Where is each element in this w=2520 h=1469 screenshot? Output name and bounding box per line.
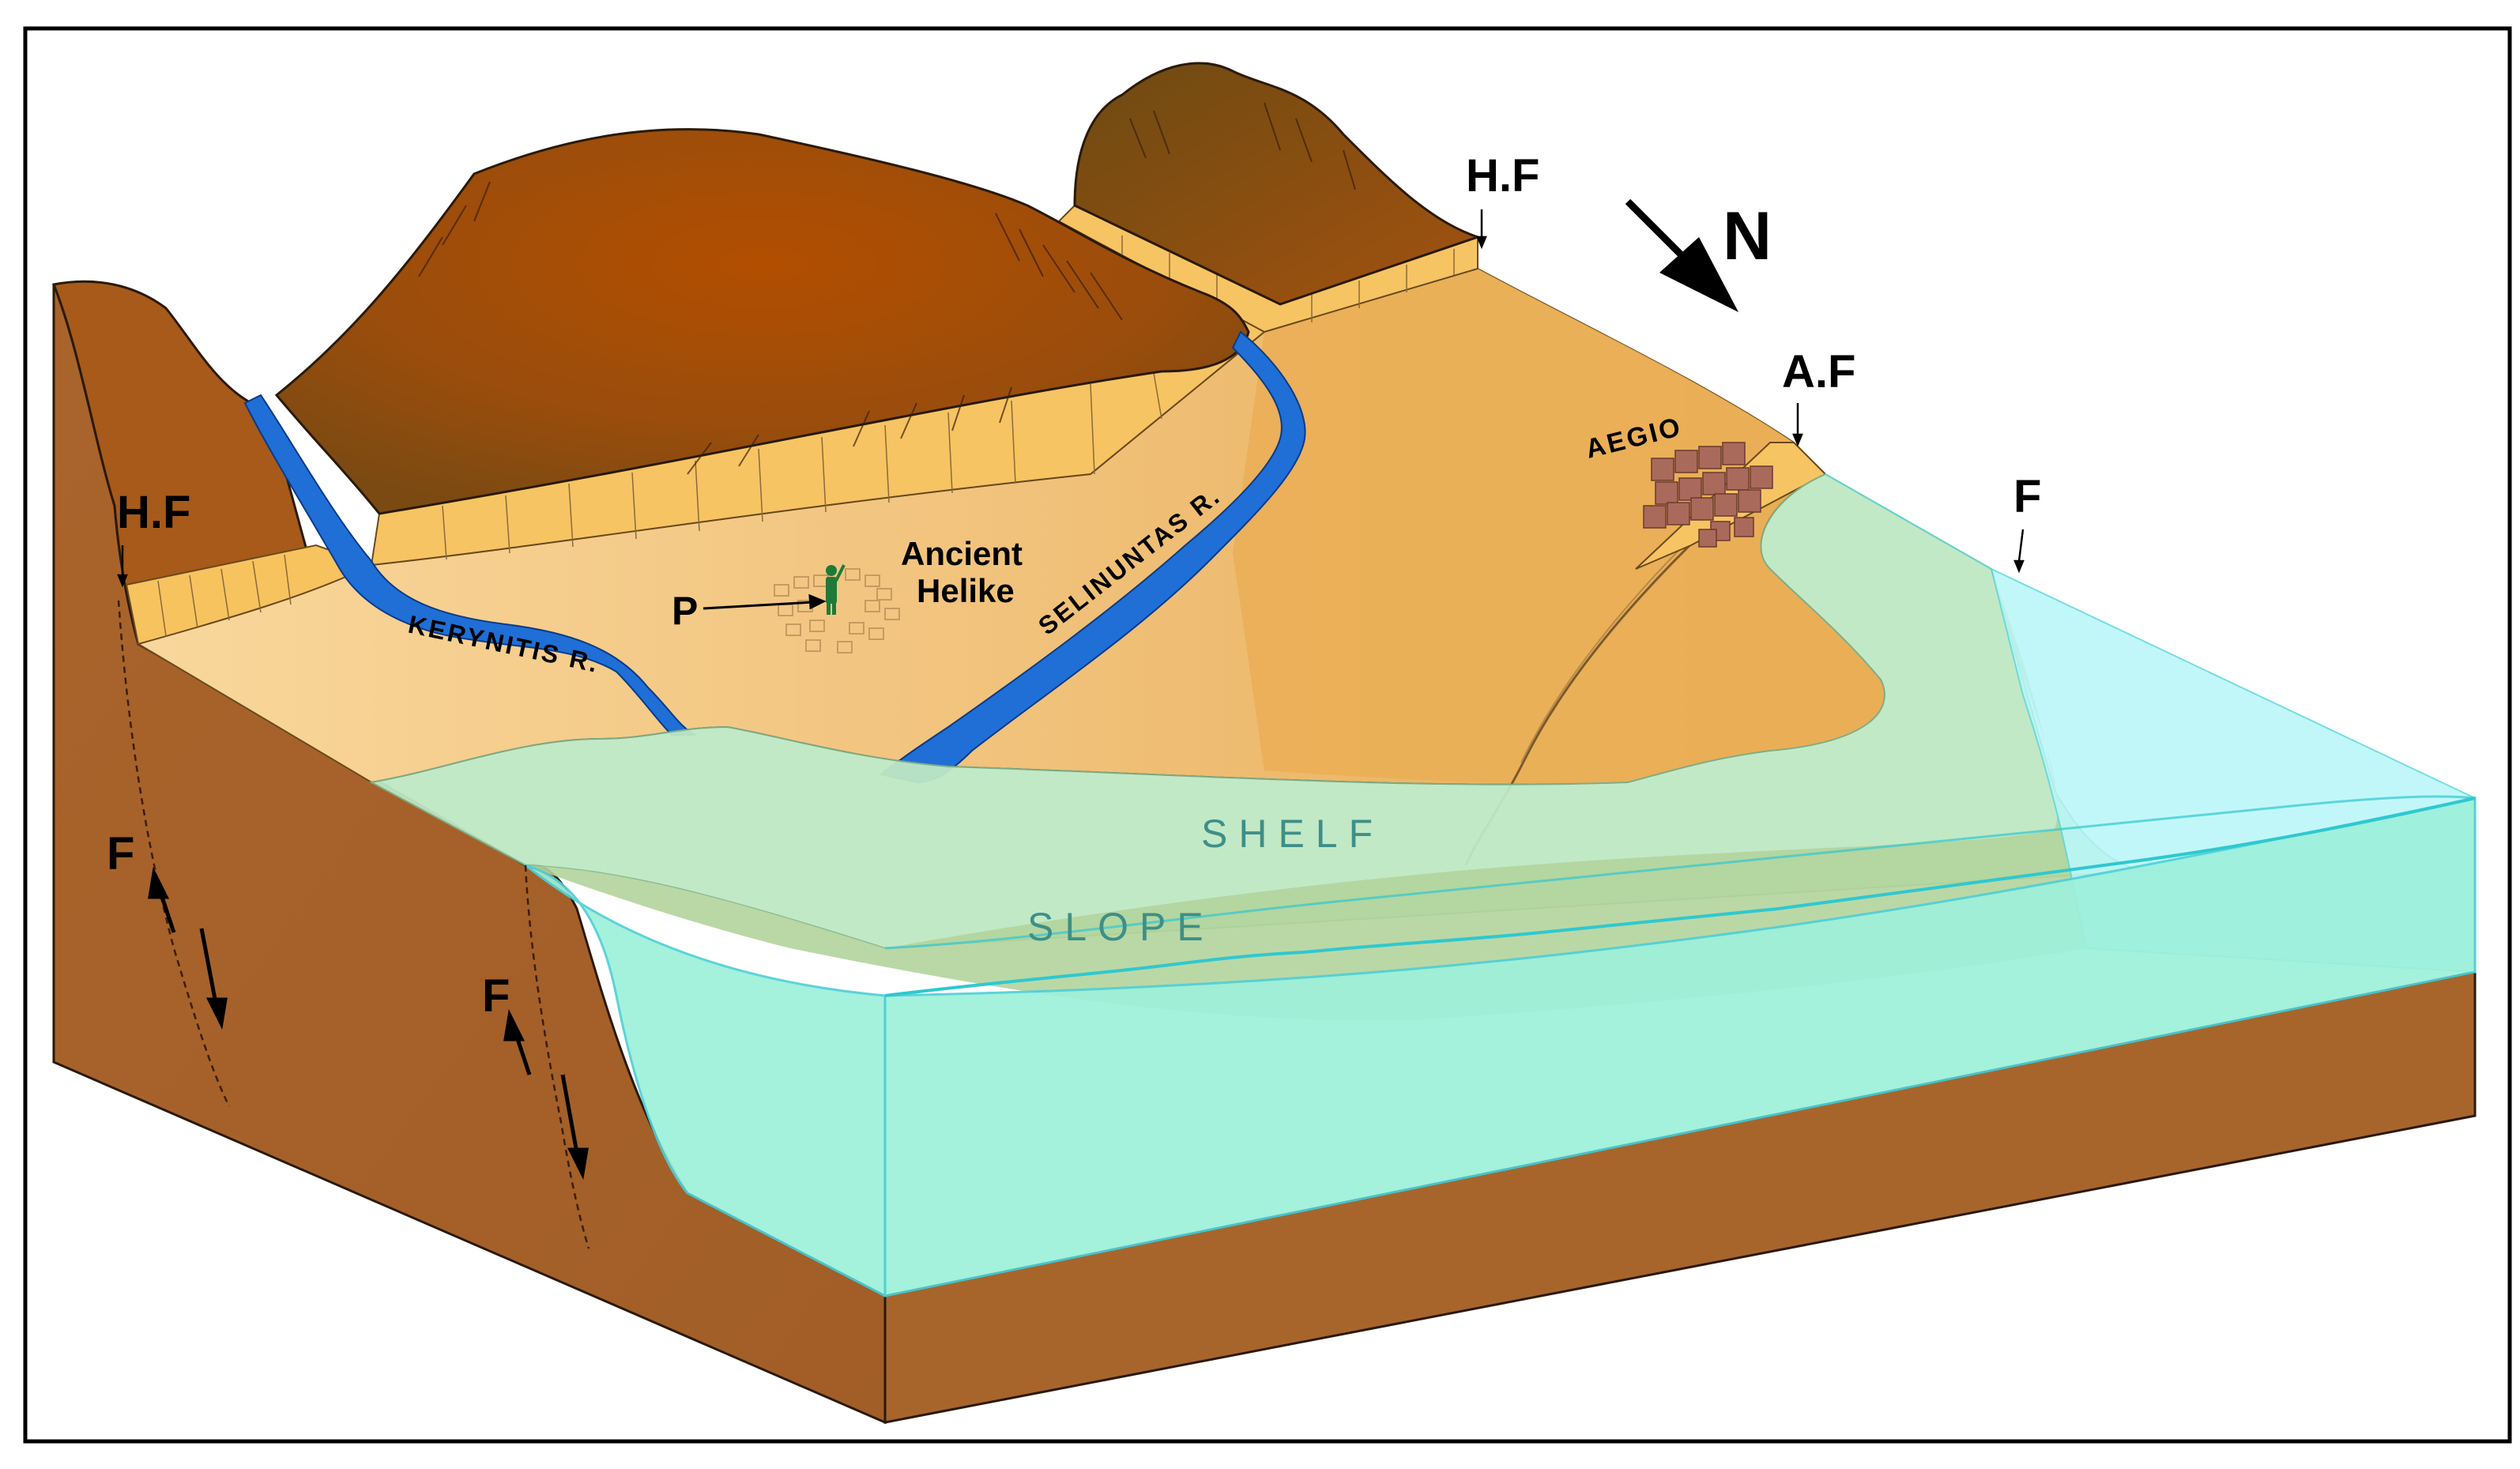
label-point-p: P: [672, 589, 698, 633]
sea-front-face: [525, 797, 2477, 1298]
label-f-left: F: [107, 828, 134, 880]
slope-zone: [525, 569, 2086, 1021]
east-mountain-hachures: [1129, 102, 1356, 190]
north-arrow: [1625, 198, 1738, 312]
fault-arrows-left: [148, 867, 228, 1030]
point-p-figure: [826, 564, 846, 615]
label-north: N: [1723, 198, 1772, 274]
label-f-mid: F: [482, 970, 510, 1022]
fault-leaders: [117, 209, 2025, 588]
shelf-wave-line: [884, 795, 2476, 950]
plain-east: [1233, 269, 1885, 784]
label-shelf: SHELF: [1201, 812, 1384, 856]
label-hf-top: H.F: [1466, 150, 1539, 202]
fault-arrows-mid: [503, 1009, 589, 1180]
label-helike: Helike: [917, 572, 1015, 609]
fault-line-mid: [524, 864, 590, 1249]
label-ancient: Ancient: [901, 535, 1023, 572]
label-f-right: F: [2013, 471, 2041, 522]
east-mountain: [1073, 62, 1482, 306]
central-mountain: [274, 128, 1250, 515]
scarp-hatching: [157, 235, 1455, 637]
point-p-leader: [703, 593, 827, 610]
label-af: A.F: [1782, 346, 1855, 397]
mountain-hachures: [418, 181, 1123, 475]
label-hf-left: H.F: [117, 487, 190, 538]
aegio-settlement: [1643, 442, 1773, 548]
sea-wave-line: [884, 797, 2476, 997]
label-slope: SLOPE: [1027, 905, 1215, 949]
